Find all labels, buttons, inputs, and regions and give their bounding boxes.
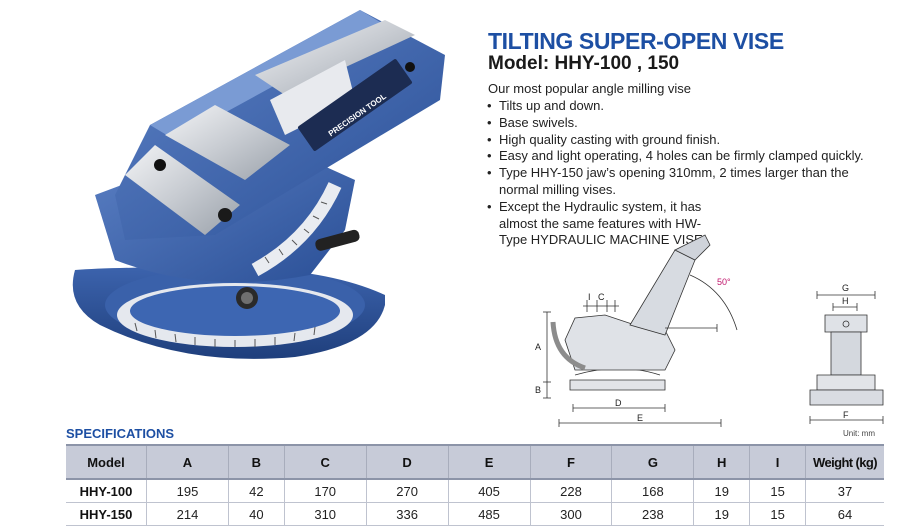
dim-d-label: D	[615, 398, 622, 408]
table-cell: 19	[693, 479, 751, 503]
table-cell: 37	[805, 479, 884, 503]
tilt-angle-label: 50°	[717, 277, 731, 287]
dim-e-label: E	[637, 413, 643, 423]
column-header: E	[448, 444, 531, 480]
column-header: Weight (kg)	[805, 444, 884, 480]
specifications-heading: SPECIFICATIONS	[66, 426, 175, 441]
feature-item: Easy and light operating, 4 holes can be…	[486, 148, 886, 165]
table-cell: 214	[146, 502, 229, 526]
table-cell: 485	[448, 502, 531, 526]
table-cell: HHY-100	[66, 479, 147, 503]
dim-c-label: C	[598, 292, 605, 302]
table-row: HHY-100 195 42 170 270 405 228 168 19 15…	[66, 479, 884, 503]
dim-b-label: B	[535, 385, 541, 395]
column-header: F	[530, 444, 613, 480]
column-header: I	[749, 444, 806, 480]
table-header-row: Model A B C D E F G H I Weight (kg)	[66, 444, 884, 480]
product-title: TILTING SUPER-OPEN VISE	[488, 28, 784, 54]
dim-h-label: H	[842, 296, 849, 306]
column-header: Model	[66, 444, 147, 480]
table-cell: 336	[366, 502, 449, 526]
column-header: G	[611, 444, 695, 480]
feature-item: High quality casting with ground finish.	[486, 132, 886, 149]
column-header: H	[693, 444, 751, 480]
intro-text: Our most popular angle milling vise	[488, 81, 692, 96]
table-cell: 42	[228, 479, 285, 503]
table-row: HHY-150 214 40 310 336 485 300 238 19 15…	[66, 502, 884, 526]
dim-g-label: G	[842, 283, 849, 293]
column-header: B	[228, 444, 285, 480]
front-view-diagram: G H F	[809, 283, 884, 424]
column-header: A	[146, 444, 229, 480]
table-cell: HHY-150	[66, 502, 147, 526]
dim-a-label: A	[535, 342, 541, 352]
feature-item: Base swivels.	[486, 115, 886, 132]
dim-i-label: I	[588, 292, 591, 302]
table-cell: 405	[448, 479, 531, 503]
feature-list: Tilts up and down. Base swivels. High qu…	[486, 98, 886, 249]
specifications-table: Model A B C D E F G H I Weight (kg) HHY-…	[66, 444, 884, 526]
table-cell: 19	[693, 502, 751, 526]
feature-item: Type HHY-150 jaw’s opening 310mm, 2 time…	[486, 165, 886, 199]
feature-item: Tilts up and down.	[486, 98, 886, 115]
table-cell: 15	[749, 479, 806, 503]
column-header: D	[366, 444, 449, 480]
table-cell: 238	[611, 502, 695, 526]
table-cell: 228	[530, 479, 613, 503]
unit-note: Unit: mm	[843, 429, 875, 438]
table-cell: 310	[284, 502, 367, 526]
table-cell: 270	[366, 479, 449, 503]
table-cell: 300	[530, 502, 613, 526]
table-cell: 15	[749, 502, 806, 526]
table-cell: 64	[805, 502, 884, 526]
vise-product-photo: PRECISION TOOL	[72, 10, 445, 359]
table-cell: 170	[284, 479, 367, 503]
table-cell: 168	[611, 479, 695, 503]
feature-item: Except the Hydraulic system, it has almo…	[486, 199, 714, 249]
table-cell: 40	[228, 502, 285, 526]
table-cell: 195	[146, 479, 229, 503]
model-heading: Model: HHY-100 , 150	[488, 53, 680, 74]
dim-f-label: F	[843, 410, 849, 420]
column-header: C	[284, 444, 367, 480]
side-view-diagram: A B C I D E 50°	[535, 234, 738, 427]
